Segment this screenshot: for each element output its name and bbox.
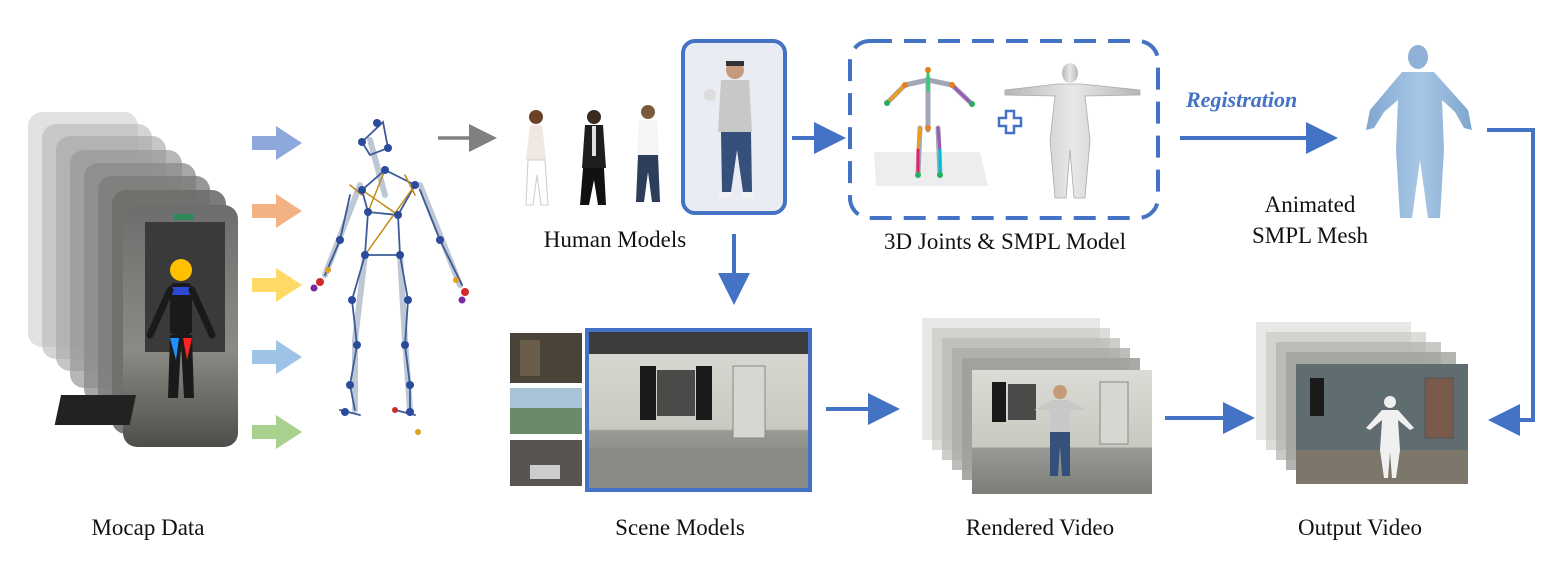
joint-skeleton xyxy=(310,119,469,435)
mocap-colored-arrows xyxy=(252,126,302,449)
selected-human-figure xyxy=(704,61,754,198)
animated-smpl-mesh xyxy=(1366,45,1472,218)
mesh-to-output-connector xyxy=(1487,128,1535,436)
human-models-label: Human Models xyxy=(543,227,687,252)
scene-models-label: Scene Models xyxy=(615,515,745,540)
smpl-body-model xyxy=(1004,63,1141,199)
selected-scene xyxy=(585,328,812,492)
rendered-video-label: Rendered Video xyxy=(965,515,1115,540)
animated-smpl-label-line1: Animated xyxy=(1264,192,1356,217)
joints-smpl-label: 3D Joints & SMPL Model xyxy=(884,229,1126,254)
output-video-label: Output Video xyxy=(1297,515,1423,540)
animated-smpl-label-line2: SMPL Mesh xyxy=(1251,223,1369,248)
scene-thumbnails xyxy=(510,333,582,486)
rendered-video-frames xyxy=(922,318,1152,494)
3d-joints-figure xyxy=(874,67,988,186)
mocap-frame-stack xyxy=(28,112,238,447)
human-model-figures xyxy=(525,105,660,206)
plus-icon xyxy=(997,109,1023,135)
output-video-frames xyxy=(1256,322,1468,484)
mocap-data-label: Mocap Data xyxy=(91,515,205,540)
registration-label: Registration xyxy=(1186,87,1298,112)
joints-smpl-dashed-box xyxy=(848,39,1160,220)
